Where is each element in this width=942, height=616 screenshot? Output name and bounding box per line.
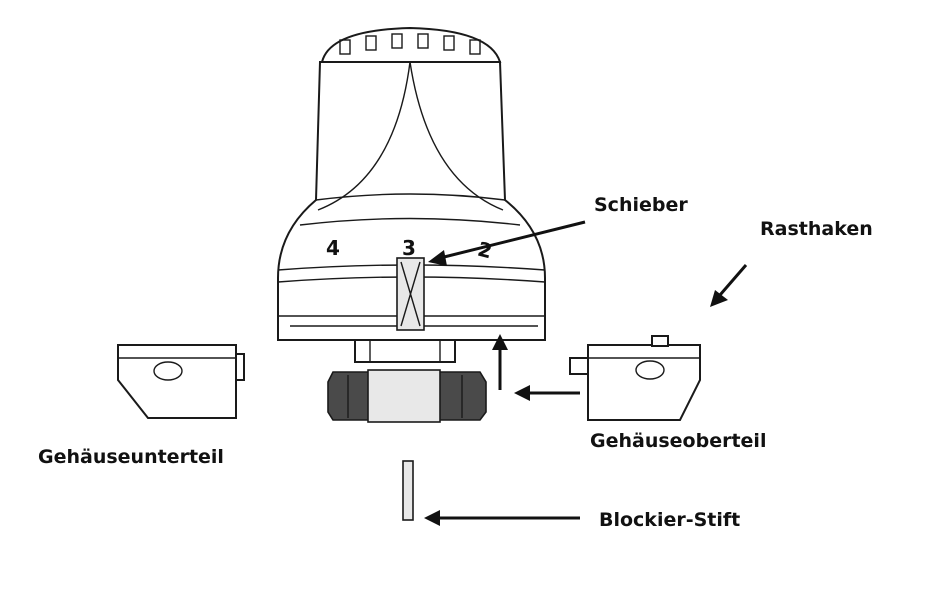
label-schieber: Schieber [594, 194, 688, 216]
arrow-schieber [428, 220, 586, 266]
scale-mark-4: 4 [326, 236, 340, 260]
label-blockier-stift: Blockier-Stift [599, 509, 741, 531]
blocking-pin [402, 460, 414, 521]
label-gehaeuseoberteil: Gehäuseoberteil [590, 430, 767, 452]
housing-lower-part [117, 344, 245, 419]
housing-upper-part [569, 335, 701, 421]
arrow-rasthaken [710, 264, 748, 307]
thermostat-head: 4 3 2 [277, 26, 546, 423]
label-gehaeuseunterteil: Gehäuseunterteil [38, 446, 224, 468]
scale-mark-3: 3 [402, 236, 416, 260]
arrow-housing-left [514, 385, 580, 401]
arrow-housing-up [492, 334, 508, 390]
scale-mark-2: 2 [475, 237, 494, 264]
label-rasthaken: Rasthaken [760, 218, 873, 240]
arrow-blockier-stift [424, 510, 580, 526]
